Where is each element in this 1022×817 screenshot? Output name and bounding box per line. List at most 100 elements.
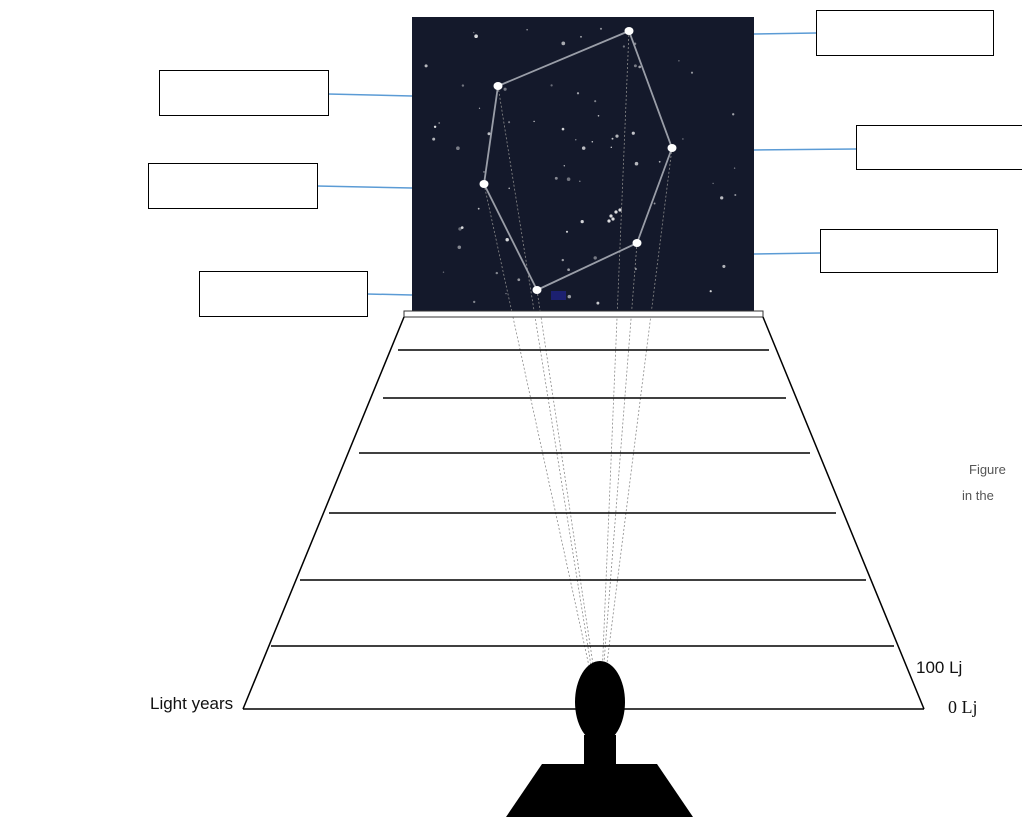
background-star — [505, 238, 508, 241]
background-star — [577, 92, 579, 94]
background-star — [600, 28, 602, 30]
background-star — [596, 302, 599, 305]
leader-line — [317, 186, 412, 188]
background-star — [562, 259, 564, 261]
background-star — [550, 84, 552, 86]
background-star — [611, 147, 612, 148]
panel-base — [404, 311, 763, 317]
constellation-star — [625, 27, 634, 35]
background-star — [568, 295, 572, 299]
observer-head — [575, 661, 625, 743]
background-star — [659, 161, 661, 163]
background-star — [458, 246, 462, 250]
distance-grid — [243, 311, 924, 709]
background-star — [473, 301, 475, 303]
background-star — [517, 278, 520, 281]
background-star — [567, 268, 570, 271]
label-box-right-2[interactable] — [856, 125, 1022, 170]
background-star — [722, 265, 725, 268]
background-star — [508, 188, 510, 190]
label-box-right-1[interactable] — [816, 10, 994, 56]
leader-line — [754, 253, 820, 254]
background-star — [434, 126, 436, 128]
background-star — [483, 171, 485, 173]
distance-axis-label: Light years — [150, 694, 233, 714]
background-star — [425, 64, 428, 67]
background-star — [720, 196, 723, 199]
observer-shoulders — [506, 764, 693, 817]
background-star — [508, 121, 510, 123]
background-star — [654, 203, 656, 205]
background-star — [634, 64, 637, 67]
background-star — [555, 177, 558, 180]
background-star — [632, 132, 635, 135]
background-star — [566, 231, 568, 233]
background-star — [734, 194, 736, 196]
background-star — [461, 226, 464, 229]
observer-neck — [584, 735, 616, 765]
background-star — [462, 84, 464, 86]
background-star — [479, 108, 480, 109]
background-star — [594, 100, 596, 102]
background-star — [598, 115, 600, 117]
background-star — [438, 122, 440, 124]
leader-line — [367, 294, 412, 295]
constellation-star — [668, 144, 677, 152]
background-star — [712, 183, 713, 184]
constellation-star — [480, 180, 489, 188]
background-star — [579, 181, 581, 183]
background-star — [732, 113, 734, 115]
background-star — [443, 271, 444, 272]
background-star — [594, 256, 597, 259]
background-star — [592, 141, 594, 143]
background-star — [710, 290, 712, 292]
background-star — [526, 29, 527, 30]
caption-line-1: Figure — [969, 462, 1006, 477]
background-star — [581, 220, 584, 223]
caption-line-2: in the — [962, 488, 994, 503]
background-star — [691, 72, 693, 74]
background-star — [582, 146, 586, 150]
background-star — [611, 217, 614, 220]
background-star — [638, 66, 641, 69]
background-star — [496, 272, 498, 274]
background-star — [474, 34, 478, 38]
background-star — [561, 42, 565, 46]
background-star — [607, 219, 610, 222]
leader-line — [754, 33, 816, 34]
background-star — [623, 45, 625, 47]
background-star — [609, 214, 612, 217]
label-box-left-2[interactable] — [148, 163, 318, 209]
background-star — [504, 88, 507, 91]
background-star — [580, 36, 582, 38]
background-star — [635, 162, 639, 166]
background-star — [564, 165, 565, 166]
tick-label-100: 100 Lj — [916, 658, 962, 678]
constellation-star — [633, 239, 642, 247]
background-star — [567, 177, 571, 181]
background-star — [614, 210, 617, 213]
background-star — [432, 138, 435, 141]
background-star — [678, 60, 680, 62]
label-box-left-3[interactable] — [199, 271, 368, 317]
label-box-left-1[interactable] — [159, 70, 329, 116]
label-box-right-3[interactable] — [820, 229, 998, 273]
background-star — [533, 121, 534, 122]
constellation-star — [494, 82, 503, 90]
background-star — [505, 293, 506, 294]
constellation-star — [533, 286, 542, 294]
background-star — [562, 128, 565, 131]
background-star — [456, 146, 460, 150]
background-star — [478, 208, 480, 210]
observer-silhouette — [506, 661, 693, 817]
background-star — [473, 32, 474, 33]
background-star — [575, 139, 576, 140]
tick-label-0: 0 Lj — [948, 697, 978, 718]
night-sky-panel — [412, 17, 754, 311]
background-star — [615, 135, 618, 138]
background-star — [488, 132, 491, 135]
sky-marker — [551, 291, 566, 300]
background-star — [682, 138, 683, 139]
background-star — [612, 138, 614, 140]
leader-line — [328, 94, 412, 96]
